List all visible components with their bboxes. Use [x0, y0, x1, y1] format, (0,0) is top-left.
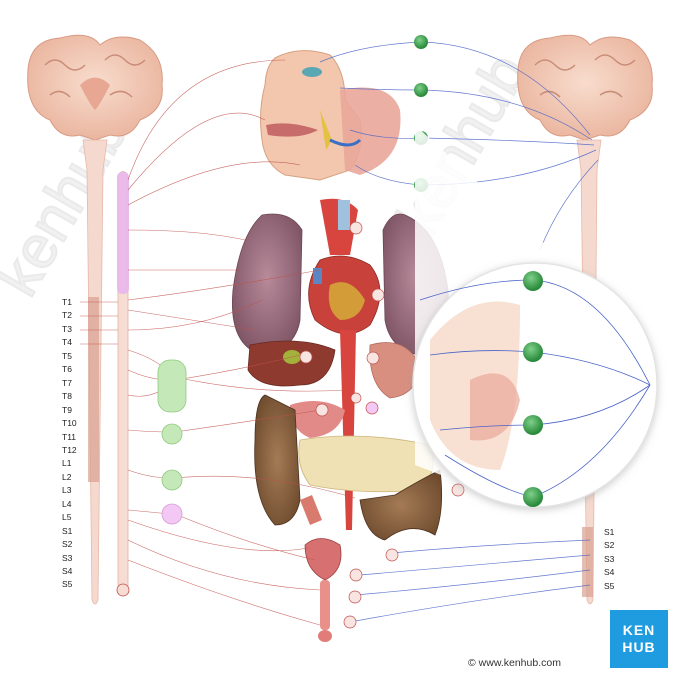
website-url[interactable]: © www.kenhub.com	[468, 657, 561, 669]
intestines	[254, 394, 443, 541]
right-segment-label-s5: S5	[604, 580, 615, 591]
website-text: www.kenhub.com	[478, 657, 561, 669]
organ-ganglia	[299, 221, 465, 629]
segment-label-t6: T6	[62, 364, 72, 375]
segment-label-t3: T3	[62, 323, 72, 334]
left-brain	[27, 34, 163, 141]
segment-label-l5: L5	[62, 512, 72, 523]
sympathetic-chain	[116, 171, 130, 597]
segment-label-l2: L2	[62, 471, 72, 482]
segment-label-s4: S4	[62, 566, 73, 576]
bladder	[304, 538, 342, 642]
segment-label-t2: T2	[62, 310, 72, 321]
segment-label-t8: T8	[62, 391, 72, 402]
segment-label-t9: T9	[62, 404, 72, 415]
segment-label-l3: L3	[62, 485, 72, 496]
segment-label-t11: T11	[62, 431, 77, 442]
logo-line-1: KEN	[622, 622, 656, 638]
head-illustration	[260, 50, 401, 181]
segment-label-s3: S3	[62, 552, 73, 563]
segment-label-l4: L4	[62, 498, 72, 509]
segment-label-l1: L1	[62, 458, 72, 469]
segment-label-t1: T1	[62, 297, 72, 307]
right-brain	[517, 34, 653, 141]
copyright-icon: ©	[468, 657, 479, 669]
heart-aorta	[308, 198, 381, 530]
segment-label-s2: S2	[62, 539, 73, 550]
segment-label-t4: T4	[62, 337, 72, 348]
right-segment-label-s2: S2	[604, 540, 615, 551]
segment-label-t5: T5	[62, 350, 72, 361]
segment-label-s5: S5	[62, 579, 73, 590]
prevertebral-ganglia	[157, 359, 187, 525]
right-segment-label-s4: S4	[604, 567, 615, 578]
segment-label-t12: T12	[62, 444, 77, 455]
right-segment-label-s3: S3	[604, 553, 615, 564]
kenhub-logo[interactable]: KEN HUB	[610, 610, 668, 668]
left-spinal-cord	[82, 139, 108, 605]
segment-label-t7: T7	[62, 377, 72, 388]
right-segment-label-s1: S1	[604, 527, 615, 537]
parasympathetic-fibers	[319, 41, 599, 623]
segment-label-s1: S1	[62, 525, 73, 536]
sympathetic-fibers	[80, 59, 356, 626]
logo-line-2: HUB	[622, 639, 656, 655]
segment-label-t10: T10	[62, 418, 77, 429]
zoom-callout	[412, 125, 658, 508]
